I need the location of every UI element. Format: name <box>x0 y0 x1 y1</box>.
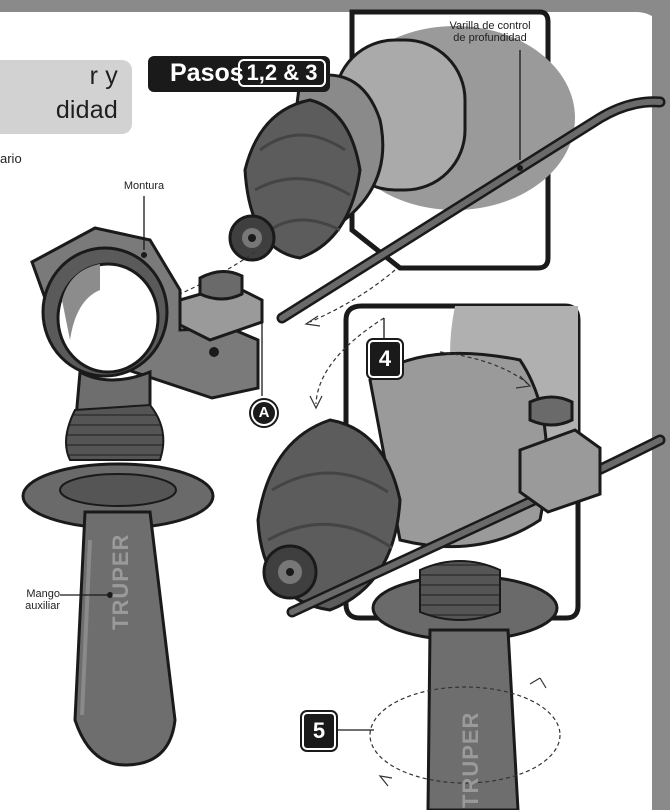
auxiliary-handle <box>21 196 264 767</box>
steps-numbers: 1,2 & 3 <box>238 59 326 87</box>
top-inset-panel <box>228 9 666 324</box>
depth-rod-label: Varilla de control de profundidad <box>430 20 550 44</box>
brand-logo-left: TRUPER <box>108 533 133 630</box>
mount-label: Montura <box>123 180 165 192</box>
brand-logo-right: TRUPER <box>458 711 483 808</box>
depth-rod-label-line-1: Varilla de control <box>449 20 531 32</box>
step-5-badge: 5 <box>302 712 336 750</box>
bottom-inset-panel <box>256 303 666 810</box>
step-4-badge: 4 <box>368 340 402 378</box>
steps-word: Pasos <box>170 59 244 87</box>
steps-badge: Pasos 1,2 & 3 <box>148 56 330 92</box>
depth-rod-label-line-2: de profundidad <box>453 32 527 44</box>
section-title-box: r y didad <box>0 60 132 134</box>
right-border <box>652 12 670 810</box>
top-border-right <box>126 0 670 12</box>
handle-label: Mango auxiliar <box>14 588 60 612</box>
section-title-line-2: didad <box>55 96 118 124</box>
marker-a: A <box>251 400 277 426</box>
handle-label-line-1: Mango <box>26 588 60 600</box>
body-text-fragment: ario <box>0 151 22 166</box>
top-border <box>0 0 118 12</box>
handle-label-line-2: auxiliar <box>25 600 60 612</box>
section-title-line-1: r y <box>89 62 118 90</box>
